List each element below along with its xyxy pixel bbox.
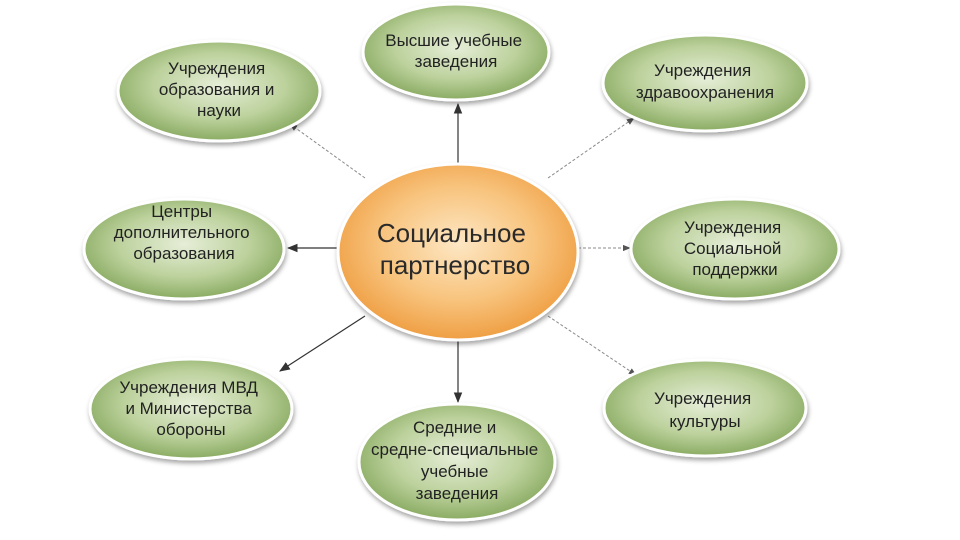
node-top-label: Высшие учебные заведения	[385, 31, 527, 71]
node-top-left	[116, 39, 322, 143]
arrow-to-bottom-right	[547, 315, 637, 376]
node-left-line-1: Центры	[151, 202, 212, 221]
node-bottom-line-3: учебные	[421, 462, 488, 481]
node-bottom-ellipse	[357, 402, 557, 522]
node-top-right-label: Учреждения здравоохранения	[636, 61, 774, 102]
node-bottom-line-1: Средние и	[413, 418, 496, 437]
node-right-label: Учреждения Социальной поддержки	[684, 218, 786, 279]
center-node-line-1: Социальное	[377, 218, 526, 248]
node-bottom-right	[602, 358, 808, 458]
node-top	[361, 2, 551, 102]
node-bottom-left-line-1: Учреждения МВД	[119, 378, 258, 397]
node-bottom-label: Средние и средне-специальные учебные зав…	[371, 418, 543, 503]
node-right-line-1: Учреждения	[684, 218, 781, 237]
arrow-to-top-right	[547, 117, 635, 179]
node-bottom-line-2: средне-специальные	[371, 440, 538, 459]
node-left-ellipse	[82, 197, 286, 301]
node-top-line-2: заведения	[415, 52, 498, 71]
node-right-ellipse	[629, 197, 841, 301]
center-node	[336, 162, 580, 342]
node-bottom-line-4: заведения	[416, 484, 499, 503]
connectors	[279, 102, 637, 404]
node-right-line-2: Социальной	[684, 239, 782, 258]
node-bottom-right-ellipse	[602, 358, 808, 458]
node-bottom-right-line-1: Учреждения	[654, 389, 751, 408]
node-bottom-right-line-2: культуры	[669, 412, 740, 431]
node-right	[629, 197, 841, 301]
node-top-right-line-2: здравоохранения	[636, 83, 774, 102]
node-bottom-left-label: Учреждения МВД и Министерства обороны	[119, 378, 262, 439]
node-bottom-left-line-2: и Министерства	[125, 399, 252, 418]
arrow-to-bottom-left	[279, 315, 366, 372]
node-top-right	[601, 33, 809, 133]
node-top-left-ellipse	[116, 39, 322, 143]
node-top-ellipse	[361, 2, 551, 102]
node-top-left-line-2: образования и	[159, 80, 275, 99]
arrow-to-top-left	[289, 123, 366, 179]
node-bottom-right-label: Учреждения культуры	[654, 389, 756, 431]
node-bottom-left	[88, 357, 294, 461]
node-left-label: Центры дополнительного образования	[114, 202, 255, 263]
node-left-line-2: дополнительного	[114, 223, 250, 242]
node-top-left-line-1: Учреждения	[168, 59, 265, 78]
node-top-right-line-1: Учреждения	[654, 61, 751, 80]
node-bottom-left-ellipse	[88, 357, 294, 461]
node-top-right-ellipse	[601, 33, 809, 133]
node-top-left-line-3: науки	[197, 101, 241, 120]
node-top-left-label: Учреждения образования и науки	[159, 59, 279, 120]
center-node-ellipse	[336, 162, 580, 342]
center-node-line-2: партнерство	[380, 250, 531, 280]
node-right-line-3: поддержки	[692, 260, 777, 279]
node-left	[82, 197, 286, 301]
node-top-line-1: Высшие учебные	[385, 31, 522, 50]
center-node-label: Социальное партнерство	[377, 218, 533, 280]
node-left-line-3: образования	[133, 244, 234, 263]
node-bottom	[357, 402, 557, 522]
node-bottom-left-line-3: обороны	[156, 420, 225, 439]
